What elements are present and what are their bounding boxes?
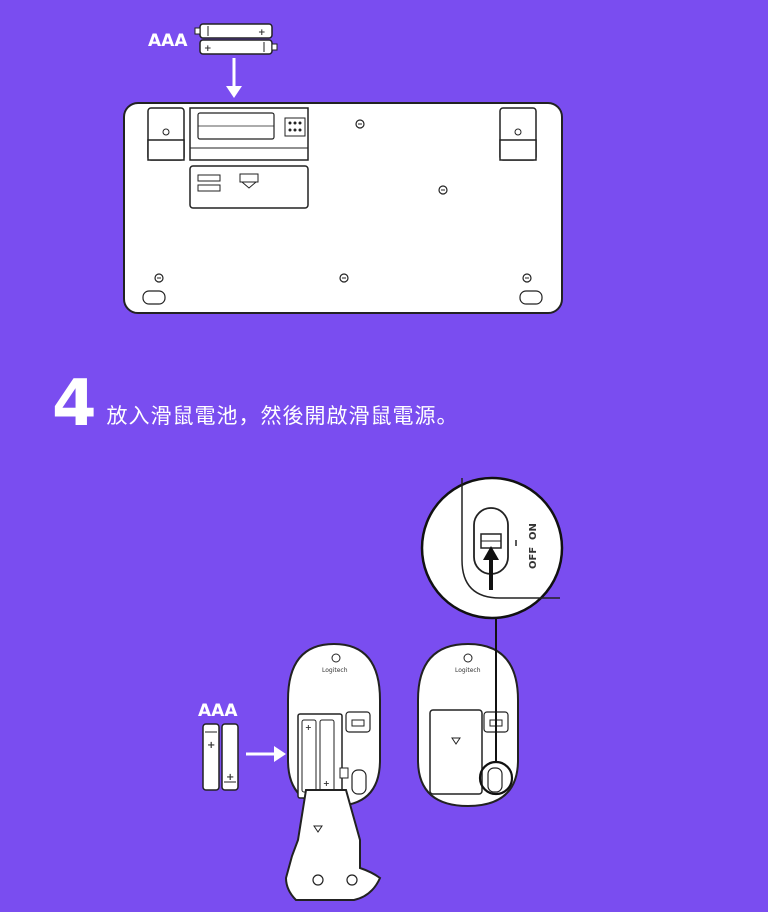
mouse-battery-cover-drawing — [284, 789, 382, 901]
switch-off-label: OFF — [528, 547, 539, 569]
svg-text:+: + — [204, 44, 212, 54]
mouse-brand-label: Logitech — [322, 667, 348, 674]
switch-on-label: ON — [528, 523, 539, 540]
step-number: 4 — [52, 367, 97, 441]
svg-text:+: + — [207, 740, 215, 751]
svg-text:+: + — [323, 779, 330, 788]
svg-text:+: + — [305, 723, 312, 732]
open-mouse-drawing: Logitech + + — [287, 642, 381, 808]
svg-text:+: + — [226, 772, 234, 783]
step-heading: 4 放入滑鼠電池，然後開啟滑鼠電源。 — [52, 372, 459, 436]
keyboard-battery-diagram: AAA + + — [123, 23, 563, 314]
insert-arrow-icon — [246, 746, 286, 762]
closed-mouse-drawing: Logitech — [417, 642, 519, 808]
svg-text:+: + — [258, 28, 266, 38]
mouse-battery-diagram: AAA + + Logitech + + — [198, 476, 564, 901]
mouse-battery-label: AAA — [198, 701, 238, 721]
step-instruction: 放入滑鼠電池，然後開啟滑鼠電源。 — [106, 404, 459, 428]
aaa-battery-pair-icon: + + — [194, 23, 278, 55]
power-switch-zoom-callout: OFF ON — [420, 476, 564, 620]
insert-arrow-icon — [226, 58, 242, 98]
mouse-brand-label: Logitech — [455, 667, 481, 674]
keyboard-battery-label: AAA — [148, 31, 188, 51]
aaa-battery-pair-icon: + + — [202, 723, 239, 791]
keyboard-underside-drawing — [123, 102, 563, 314]
